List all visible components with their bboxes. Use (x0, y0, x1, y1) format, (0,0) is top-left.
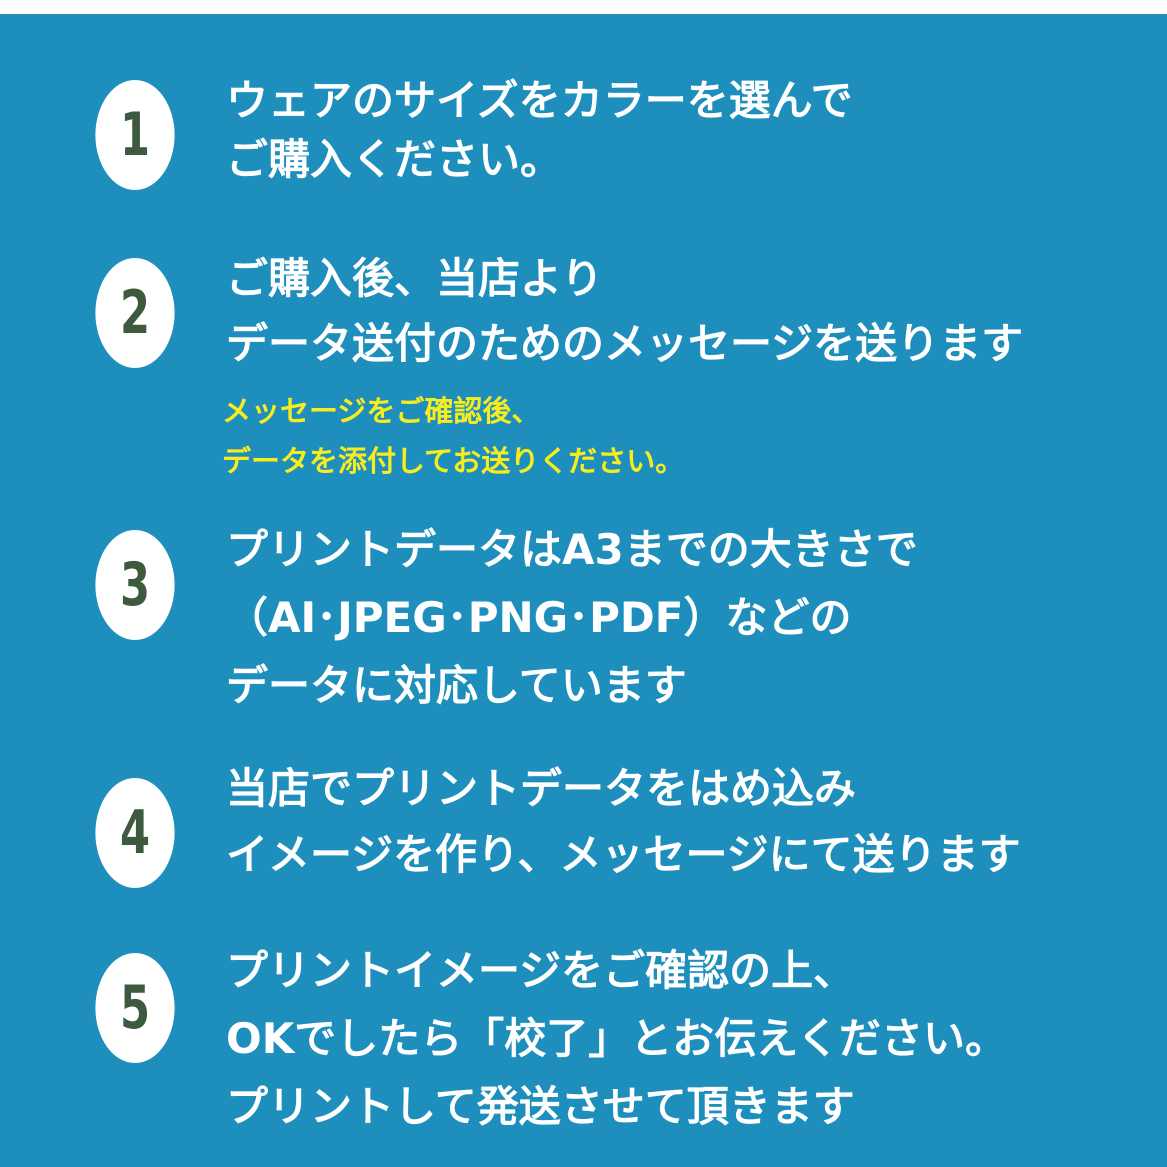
step-2-line-2: データ送付のためのメッセージを送ります (226, 319, 1024, 368)
step-3-line-3: データに対応しています (226, 661, 687, 710)
step-2-note-line-1: メッセージをご確認後、 (222, 394, 541, 428)
step-2-line-1: ご購入後、当店より (226, 254, 604, 303)
step-5-line-2: OKでしたら「校了」とお伝えください。 (226, 1014, 1007, 1063)
step-3-line-1: プリントデータはA3までの大きさで (226, 525, 918, 574)
step-1-line-2: ご購入ください。 (226, 135, 563, 184)
step-2-note: メッセージをご確認後、 データを添付してお送りください。 (222, 397, 684, 476)
step-4-text: 当店でプリントデータをはめ込み イメージを作り、メッセージにて送ります (226, 768, 1021, 876)
step-5-text: プリントイメージをご確認の上、 OKでしたら「校了」とお伝えください。 プリント… (226, 950, 1007, 1128)
step-2-text: ご購入後、当店より データ送付のためのメッセージを送ります (226, 258, 1023, 365)
step-4-line-1: 当店でプリントデータをはめ込み (226, 764, 857, 813)
step-1-number-badge: 1 (95, 80, 175, 190)
step-3-number-badge: 3 (95, 530, 175, 640)
step-5-line-1: プリントイメージをご確認の上、 (226, 946, 856, 995)
step-4-number-badge: 4 (95, 778, 175, 888)
step-4-line-2: イメージを作り、メッセージにて送ります (226, 830, 1021, 879)
step-3-text: プリントデータはA3までの大きさで （AI･JPEG･PNG･PDF）などの デ… (226, 529, 918, 707)
step-5-line-3: プリントして発送させて頂きます (226, 1082, 855, 1131)
step-3-line-2: （AI･JPEG･PNG･PDF）などの (226, 593, 852, 642)
step-5-number-badge: 5 (95, 953, 175, 1063)
step-1-line-1: ウェアのサイズをカラーを選んで (226, 76, 853, 125)
step-2-note-line-2: データを添付してお送りください。 (222, 444, 685, 478)
step-1-text: ウェアのサイズをカラーを選んで ご購入ください。 (226, 80, 853, 181)
step-2-number-badge: 2 (95, 258, 175, 368)
instructions-panel (0, 14, 1167, 1167)
